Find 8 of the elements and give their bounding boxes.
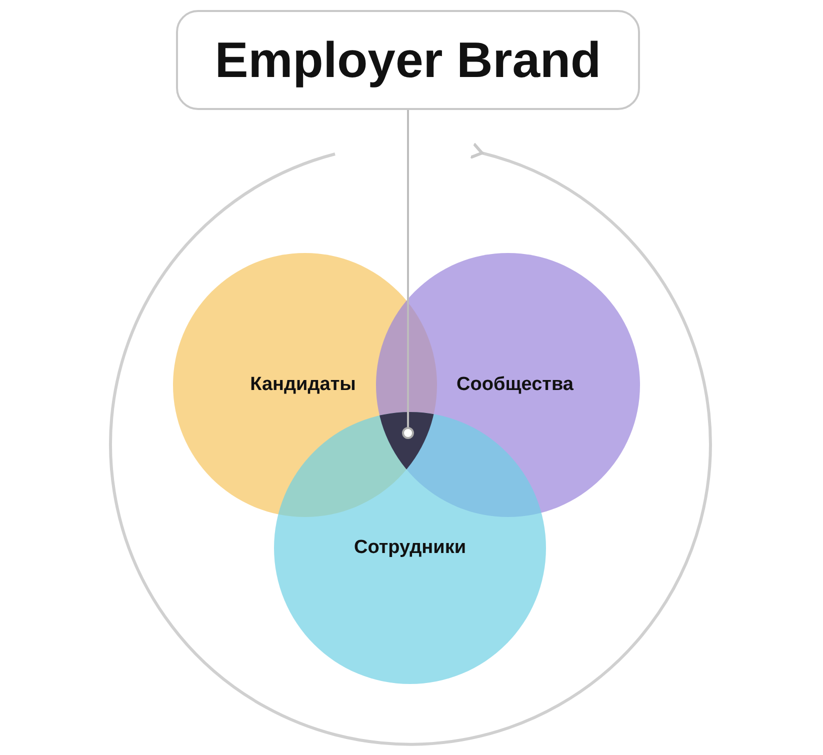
title-box (176, 10, 640, 110)
circle-label: Сотрудники (354, 537, 466, 559)
circle-label: Кандидаты (250, 374, 356, 396)
circle-label: Сообщества (456, 374, 574, 396)
venn-circle (274, 412, 546, 684)
center-dot (402, 427, 414, 439)
leader-line (407, 110, 409, 428)
title-text: Employer Brand (214, 31, 602, 89)
